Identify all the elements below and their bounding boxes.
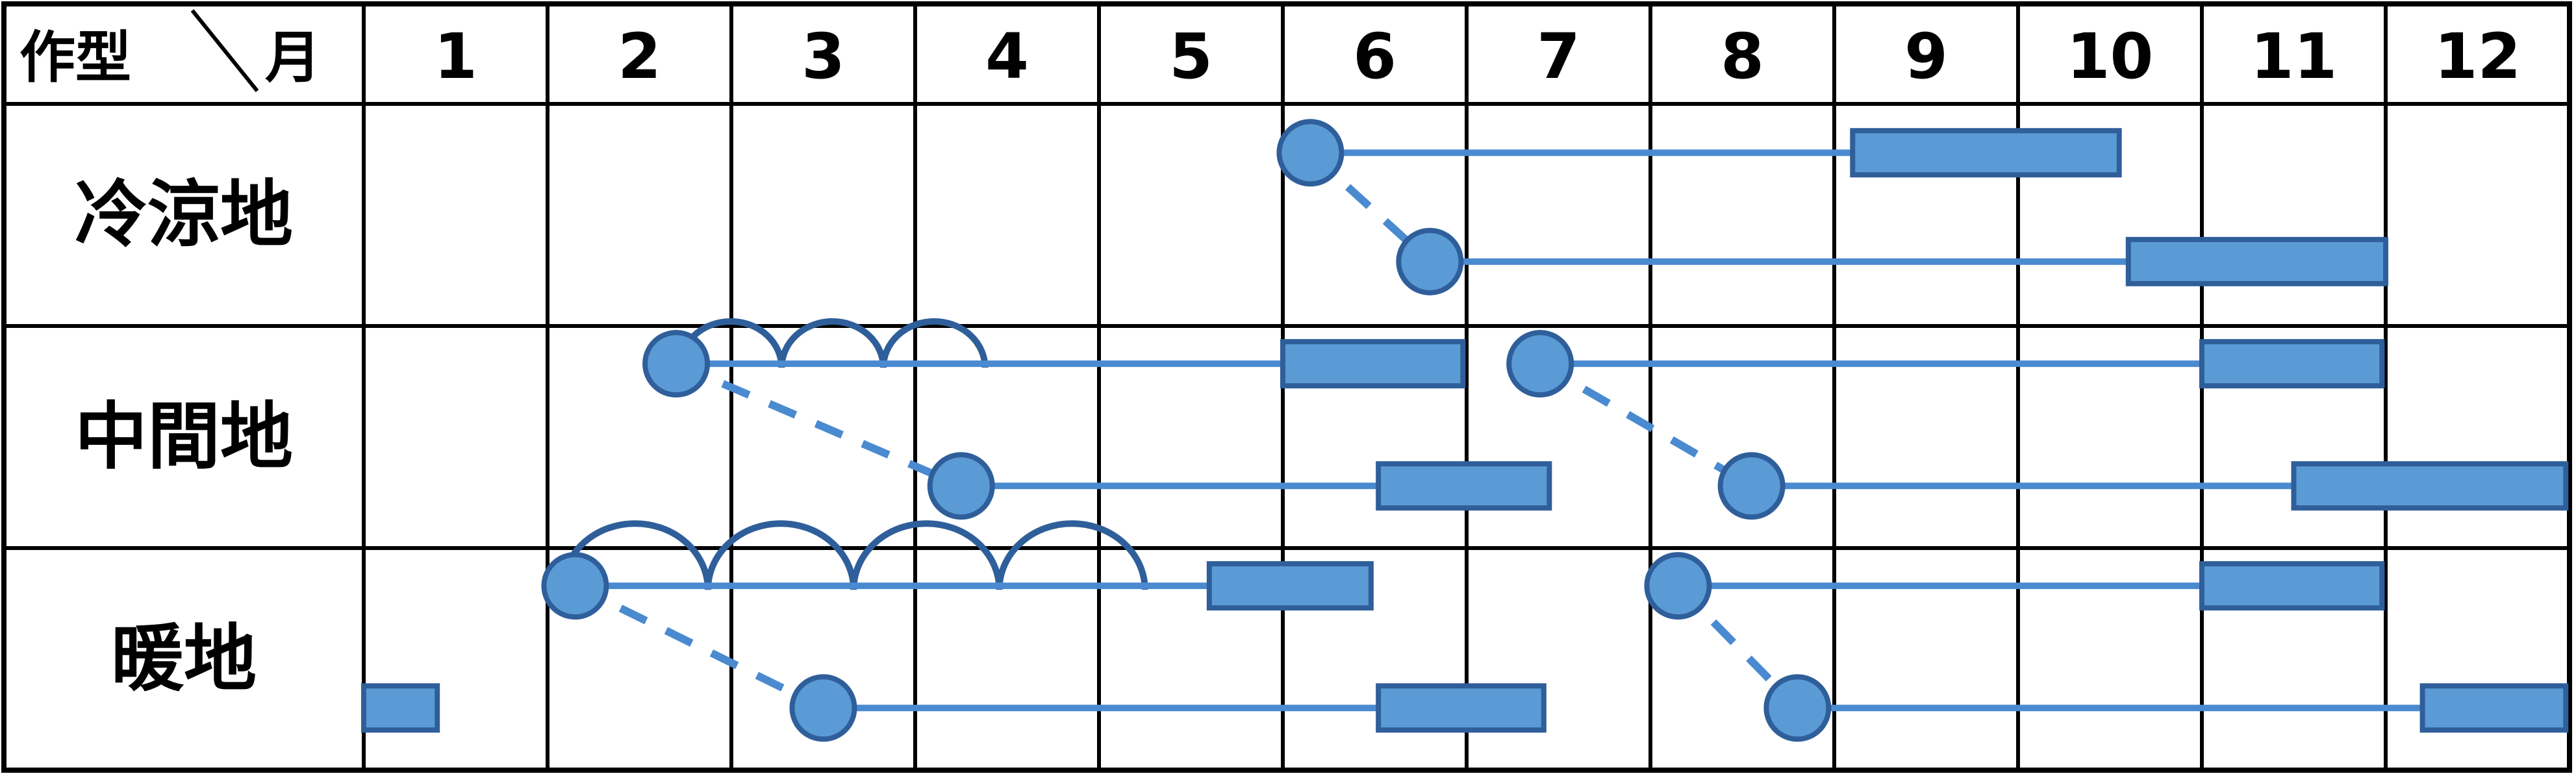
harvest-period-bar [361, 683, 440, 733]
harvest-period-bar [2199, 339, 2385, 389]
header-corner-diagonal [190, 9, 259, 92]
harvest-period-bar [1206, 561, 1374, 611]
row-label-1: 中間地 [75, 395, 293, 479]
tunnel-cover-arc [778, 318, 887, 368]
schedule-marks [361, 119, 2569, 742]
month-label-7: 7 [1537, 20, 1580, 93]
month-label-2: 2 [618, 20, 661, 93]
succession-connector [1538, 360, 1754, 490]
sowing-marker [1644, 552, 1712, 620]
month-label-9: 9 [1904, 20, 1948, 93]
succession-connector [573, 582, 826, 712]
tunnel-cover-arc [879, 318, 989, 368]
crop-type-header: 作型 [19, 25, 131, 90]
row-label-0: 冷涼地 [75, 173, 293, 257]
harvest-period-bar [2125, 236, 2389, 286]
sowing-marker [927, 452, 995, 520]
sowing-marker [642, 330, 711, 398]
tunnel-cover-arc [704, 521, 857, 590]
harvest-period-bar [1280, 339, 1466, 389]
harvest-period-bar [1376, 683, 1547, 733]
sowing-marker [541, 552, 609, 620]
sowing-marker [1396, 227, 1464, 295]
month-header: 月 [265, 25, 321, 90]
month-label-10: 10 [2067, 20, 2154, 93]
harvest-period-bar [2291, 461, 2569, 511]
sowing-marker [1276, 119, 1345, 187]
tunnel-cover-arc [850, 520, 1003, 590]
month-label-11: 11 [2251, 20, 2338, 93]
harvest-period-bar [1850, 128, 2122, 178]
harvest-period-bar [2419, 683, 2569, 733]
month-label-6: 6 [1353, 20, 1396, 93]
sowing-marker [789, 674, 857, 742]
month-label-5: 5 [1169, 20, 1213, 93]
tunnel-cover-arc [996, 520, 1148, 590]
month-label-1: 1 [434, 20, 477, 93]
row-label-2: 暖地 [111, 617, 257, 701]
sowing-marker [1763, 674, 1832, 742]
succession-connector [674, 360, 963, 490]
sowing-marker [1717, 452, 1786, 520]
sowing-marker [1506, 330, 1574, 398]
harvest-period-bar [1376, 461, 1552, 511]
month-label-4: 4 [985, 20, 1029, 93]
month-label-3: 3 [802, 20, 845, 93]
month-label-8: 8 [1721, 20, 1764, 93]
month-label-12: 12 [2434, 20, 2521, 93]
harvest-period-bar [2199, 561, 2385, 611]
